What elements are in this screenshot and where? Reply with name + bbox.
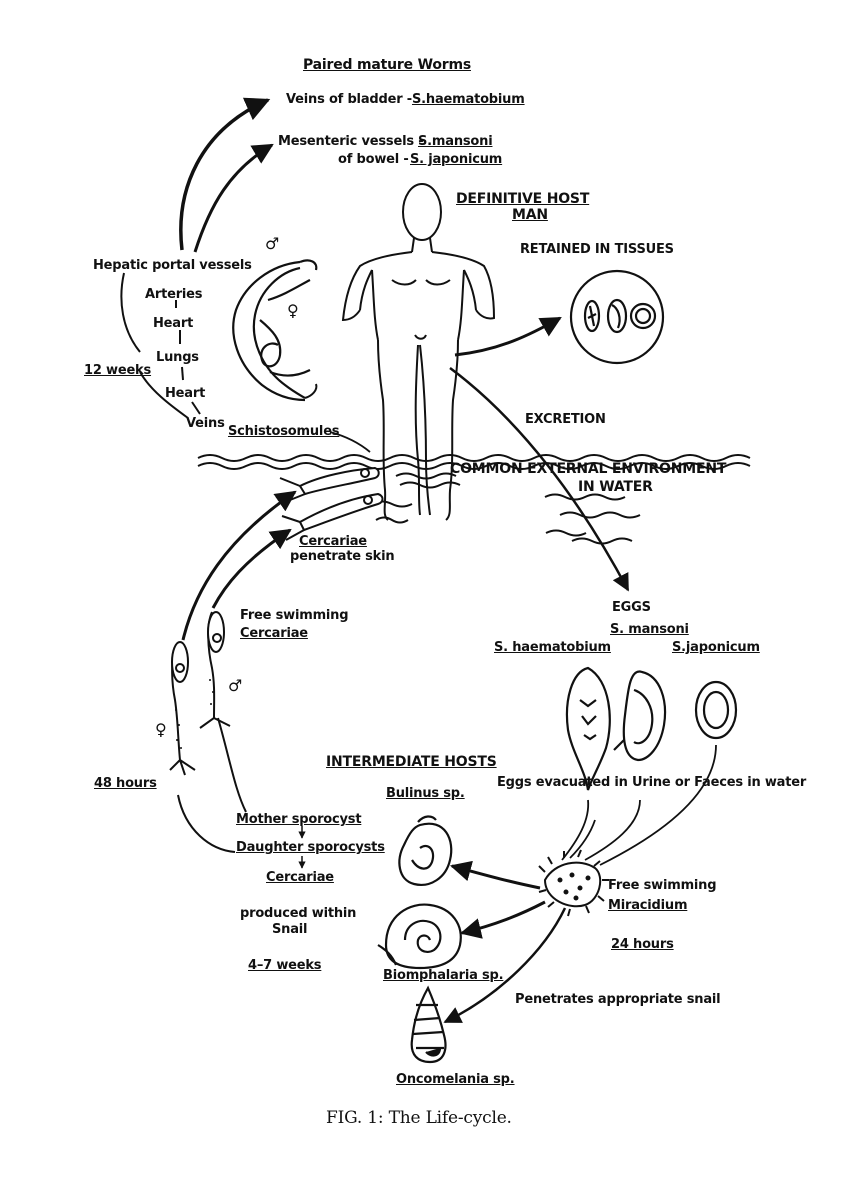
lungs-label: Lungs [156,350,199,365]
cercariae-free-label: Cercariae [240,626,308,641]
s-haematobium-eggs-label: S. haematobium [494,640,611,655]
s-haematobium-top-label: S.haematobium [412,92,525,107]
ladder-tick-4 [191,401,201,415]
schistosomules-label: Schistosomules [228,424,340,439]
eggs-label: EGGS [612,600,651,615]
female-cercaria-symbol: ♀ [155,720,167,739]
arrow-to-bladder-veins [179,97,271,251]
paired-worms-title: Paired mature Worms [303,57,471,73]
paired-worms-drawing [232,259,318,402]
heart-label-1: Heart [153,316,194,331]
miracidium-drawing [538,849,609,917]
human-figure [341,183,496,521]
veins-label: Veins [186,416,225,431]
daughter-sporocysts-label: Daughter sporocysts [236,840,385,855]
retained-tissues-label: RETAINED IN TISSUES [520,242,674,257]
definitive-host-label: DEFINITIVE HOST [456,191,590,207]
of-bowel-label: of bowel - [338,152,409,167]
arrow-miracidium-to-bulinus [449,860,541,890]
retained-eggs-circle [569,269,665,365]
egg-japonicum [694,680,738,740]
ladder-tick-3 [181,366,184,381]
arrow-free-cercariae-up-1 [181,490,297,641]
veins-bladder-label: Veins of bladder - [286,92,412,107]
male-cercaria-symbol: ♂ [228,676,243,695]
ladder-hepatic-to-12weeks [120,272,141,353]
water-waves [197,454,751,545]
oncomelania-label: Oncomelania sp. [396,1072,515,1087]
arteries-label: Arteries [145,287,203,302]
s-japonicum-top-label: S. japonicum [410,152,503,167]
mesenteric-label: Mesenteric vessels - [278,134,424,149]
s-mansoni-top-label: S.mansoni [418,134,493,149]
cercariae-penetrate-label: Cercariae [299,534,367,549]
common-environment-label: COMMON EXTERNAL ENVIRONMENT [450,461,727,477]
cercaria-dots [175,679,214,749]
egg-to-miracidium-lines [561,744,717,866]
biomphalaria-snail [377,903,462,970]
oncomelania-snail [410,985,447,1064]
s-mansoni-eggs-label: S. mansoni [610,622,689,637]
cercariae-snail-label: Cercariae [266,870,334,885]
ladder-12weeks-to-veins [139,371,189,419]
miracidium-label: Miracidium [608,898,688,913]
heart-label-2: Heart [165,386,206,401]
free-swimming-miracidium-label: Free swimming [608,878,717,893]
worm-tail-hook [304,383,318,399]
male-worm-symbol: ♂ [265,234,280,253]
produced-within-label: produced within [240,906,357,921]
twelve-weeks-label: 12 weeks [84,363,152,378]
arrow-excretion-to-eggs [449,366,630,592]
arrow-to-retained [454,316,562,357]
arrow-miracidium-to-oncomelania [443,907,567,1024]
arrow-to-mesenteric [193,143,274,253]
arrow-free-cercariae-up-2 [211,528,292,609]
eggs-evacuated-label: Eggs evacuated in Urine or Faeces in wat… [497,775,807,790]
forty-eight-hours-label: 48 hours [94,776,157,791]
penetrating-cercariae [279,466,384,541]
man-label: MAN [512,207,548,223]
s-japonicum-eggs-label: S.japonicum [672,640,760,655]
hepatic-portal-label: Hepatic portal vessels [93,258,252,273]
free-swimming-cercariae-label: Free swimming [240,608,349,623]
schistosomules-pointer [329,431,371,453]
four-seven-weeks-label: 4–7 weeks [248,958,322,973]
penetrates-snail-label: Penetrates appropriate snail [515,992,721,1007]
snail-label: Snail [272,922,308,937]
figure-caption: FIG. 1: The Life-cycle. [326,1108,512,1128]
twenty-four-hours-label: 24 hours [611,937,674,952]
egg-mansoni [613,670,667,762]
arrow-miracidium-to-biomphalaria [459,900,546,939]
female-worm-symbol: ♀ [287,301,299,320]
bulinus-label: Bulinus sp. [386,786,465,801]
bulinus-snail [398,815,453,886]
biomphalaria-label: Biomphalaria sp. [383,968,504,983]
free-swimming-cercariae [169,611,231,776]
arc-cercariae-to-mother [217,717,247,813]
intermediate-hosts-label: INTERMEDIATE HOSTS [326,754,497,770]
arc-48hours-to-mother [177,794,236,853]
egg-haematobium [565,666,611,791]
excretion-label: EXCRETION [525,412,606,427]
penetrate-skin-label: penetrate skin [290,549,395,564]
mother-sporocyst-label: Mother sporocyst [236,812,362,827]
in-water-label: IN WATER [578,479,653,495]
